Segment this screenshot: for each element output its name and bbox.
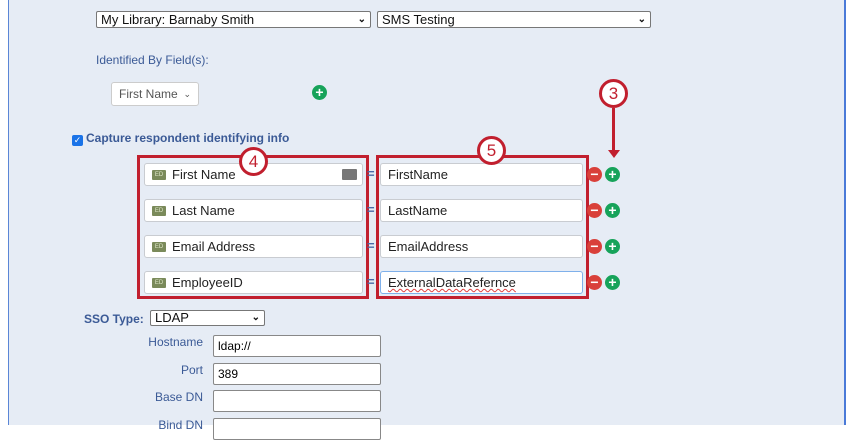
- equals-sign: =: [367, 274, 375, 289]
- sso-type-value: LDAP: [155, 310, 189, 325]
- callout-3: 3: [599, 79, 628, 108]
- mapped-value: LastName: [388, 203, 448, 218]
- sso-field-input[interactable]: ldap://: [213, 335, 381, 357]
- add-row-button[interactable]: +: [605, 275, 620, 290]
- embedded-data-icon: ED: [152, 241, 166, 252]
- remove-row-button[interactable]: −: [587, 239, 602, 254]
- embedded-data-icon: ED: [152, 169, 166, 180]
- survey-select-value: SMS Testing: [382, 12, 455, 27]
- sso-field-value: ldap://: [218, 339, 251, 353]
- sso-field-input[interactable]: [213, 417, 381, 440]
- callout-3-arrow-line: [612, 108, 615, 152]
- mapped-value: FirstName: [388, 167, 448, 182]
- mapped-value-input[interactable]: EmailAddress: [380, 235, 583, 258]
- capture-checkbox[interactable]: ✓: [72, 135, 83, 146]
- field-name: First Name: [172, 167, 236, 182]
- mapped-value-input[interactable]: LastName: [380, 199, 583, 222]
- sso-type-label: SSO Type:: [84, 312, 144, 326]
- library-select-value: My Library: Barnaby Smith: [101, 12, 255, 27]
- sso-field-input[interactable]: [213, 390, 381, 412]
- sso-field-input[interactable]: 389: [213, 362, 381, 385]
- mapped-value-input[interactable]: FirstName: [380, 163, 583, 186]
- callout-4: 4: [239, 147, 268, 176]
- chevron-down-icon: ⌄: [357, 14, 366, 25]
- identified-by-label: Identified By Field(s):: [96, 53, 209, 67]
- sso-type-select[interactable]: LDAP ⌄: [150, 310, 265, 326]
- field-name: Email Address: [172, 239, 256, 254]
- embedded-data-icon: ED: [152, 205, 166, 216]
- embedded-data-icon: ED: [152, 277, 166, 288]
- field-input[interactable]: ED Email Address: [144, 235, 363, 258]
- field-name: EmployeeID: [172, 275, 243, 290]
- chevron-down-icon: ⌄: [251, 312, 260, 323]
- remove-row-button[interactable]: −: [587, 203, 602, 218]
- mapped-value: EmailAddress: [388, 239, 469, 254]
- contact-card-icon[interactable]: [342, 169, 357, 180]
- field-input[interactable]: ED EmployeeID: [144, 271, 363, 294]
- identified-by-field-value: First Name: [119, 87, 178, 101]
- sso-field-label: Base DN: [154, 390, 203, 404]
- sso-field-label: Port: [180, 362, 203, 377]
- equals-sign: =: [367, 202, 375, 217]
- add-identified-field-button[interactable]: +: [312, 85, 327, 100]
- equals-sign: =: [367, 238, 375, 253]
- field-input[interactable]: ED Last Name: [144, 199, 363, 222]
- remove-row-button[interactable]: −: [587, 275, 602, 290]
- add-row-button[interactable]: +: [605, 239, 620, 254]
- sso-field-value: 389: [218, 366, 239, 381]
- library-select[interactable]: My Library: Barnaby Smith ⌄: [96, 11, 371, 28]
- arrow-head-icon: [608, 150, 620, 158]
- field-name: Last Name: [172, 203, 235, 218]
- mapped-value: ExternalDataRefernce: [388, 275, 516, 290]
- survey-select[interactable]: SMS Testing ⌄: [377, 11, 651, 28]
- mapped-value-input[interactable]: ExternalDataRefernce: [380, 271, 583, 294]
- chevron-down-icon: ⌄: [637, 14, 646, 25]
- capture-label: Capture respondent identifying info: [86, 131, 290, 145]
- sso-field-label: Hostname: [148, 335, 203, 349]
- callout-5: 5: [477, 136, 506, 165]
- chevron-down-icon: ⌄: [183, 89, 191, 99]
- equals-sign: =: [367, 166, 375, 181]
- add-row-button[interactable]: +: [605, 167, 620, 182]
- remove-row-button[interactable]: −: [587, 167, 602, 182]
- identified-by-field-dropdown[interactable]: First Name ⌄: [111, 82, 199, 106]
- add-row-button[interactable]: +: [605, 203, 620, 218]
